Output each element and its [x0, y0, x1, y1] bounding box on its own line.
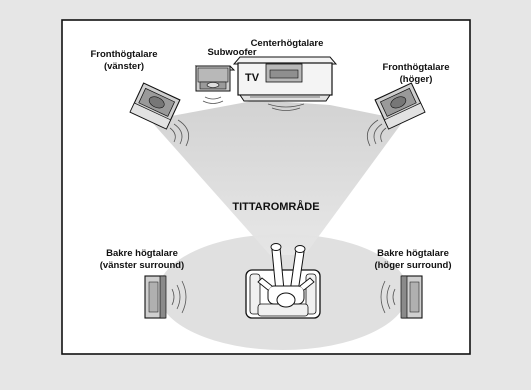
rear-left-sound-waves	[171, 280, 187, 314]
front-right-speaker	[374, 82, 426, 130]
center-speaker-tv	[232, 56, 338, 102]
subwoofer-sound-waves	[202, 96, 224, 104]
label-subwoofer: Subwoofer	[207, 47, 256, 58]
label-listening-area: TITTAROMRÅDE	[232, 200, 319, 213]
front-right-sound-waves	[366, 119, 387, 147]
label-tv: TV	[245, 72, 260, 84]
label-rear-left-line2: (vänster surround)	[100, 260, 184, 271]
center-sound-waves	[267, 103, 305, 111]
front-left-sound-waves	[169, 119, 190, 147]
rear-right-speaker	[400, 275, 423, 319]
rear-right-sound-waves	[380, 280, 396, 314]
label-rear-right-line1: Bakre högtalare	[377, 248, 449, 259]
listener-in-armchair	[245, 243, 321, 319]
rear-left-speaker	[144, 275, 167, 319]
label-front-left-line2: (vänster)	[104, 61, 144, 72]
label-front-left-line1: Fronthögtalare	[90, 49, 157, 60]
label-front-right-line1: Fronthögtalare	[382, 62, 449, 73]
label-front-right-line2: (höger)	[400, 74, 433, 85]
sound-cone	[150, 100, 404, 255]
front-left-speaker	[129, 82, 181, 130]
label-center: Centerhögtalare	[251, 38, 324, 49]
label-rear-left-line1: Bakre högtalare	[106, 248, 178, 259]
label-rear-right-line2: (höger surround)	[374, 260, 451, 271]
subwoofer-speaker	[194, 65, 236, 92]
